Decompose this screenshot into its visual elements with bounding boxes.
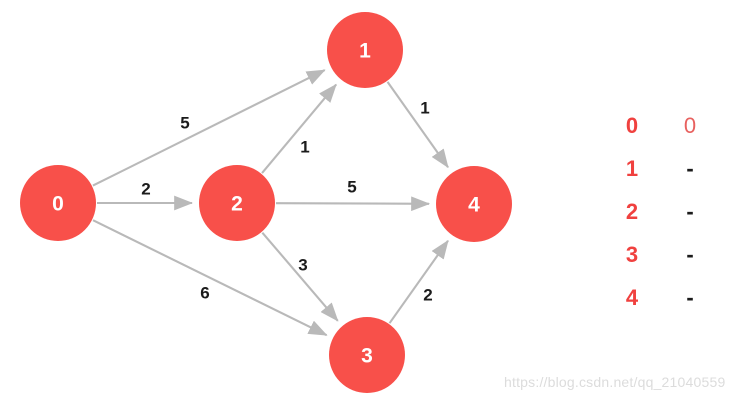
distance-key-3: 3 bbox=[625, 241, 639, 267]
edge-weight-0-3: 6 bbox=[200, 284, 209, 303]
watermark-text: https://blog.csdn.net/qq_21040559 bbox=[504, 374, 726, 390]
graph-node-2[interactable]: 2 bbox=[199, 165, 275, 241]
node-label-3: 3 bbox=[361, 345, 373, 368]
edge-weight-layer: 5 2 6 1 5 3 1 2 bbox=[141, 99, 432, 305]
distance-row: 4- bbox=[604, 276, 734, 319]
edge-weight-0-1: 5 bbox=[180, 114, 189, 133]
node-layer: 0 1 2 3 4 bbox=[20, 12, 512, 393]
node-circle-0[interactable] bbox=[20, 165, 96, 241]
distance-row: 1- bbox=[604, 147, 734, 190]
distance-value-0: 0 bbox=[683, 112, 697, 138]
node-circle-1[interactable] bbox=[327, 12, 403, 88]
edge-weight-2-4: 5 bbox=[347, 178, 356, 197]
node-circle-4[interactable] bbox=[436, 166, 512, 242]
distance-key-1: 1 bbox=[625, 155, 639, 181]
edge-0-to-3 bbox=[92, 219, 328, 337]
edge-2-to-4 bbox=[275, 196, 431, 212]
node-label-4: 4 bbox=[468, 194, 480, 217]
node-label-2: 2 bbox=[231, 193, 243, 216]
graph-node-1[interactable]: 1 bbox=[327, 12, 403, 88]
node-label-0: 0 bbox=[52, 193, 64, 216]
distance-key-2: 2 bbox=[625, 198, 639, 224]
edge-3-to-4 bbox=[388, 239, 449, 324]
distance-value-4: - bbox=[686, 284, 694, 310]
distance-value-2: - bbox=[686, 198, 694, 224]
graph-node-3[interactable]: 3 bbox=[329, 317, 405, 393]
edge-weight-2-1: 1 bbox=[300, 138, 309, 157]
edge-0-to-1 bbox=[92, 69, 326, 187]
distance-value-3: - bbox=[686, 241, 694, 267]
distance-key-0: 0 bbox=[625, 112, 639, 138]
edge-layer bbox=[92, 69, 449, 337]
edge-weight-1-4: 1 bbox=[420, 99, 429, 118]
edge-2-to-3 bbox=[261, 231, 339, 322]
node-label-1: 1 bbox=[359, 40, 371, 63]
distance-row: 3- bbox=[604, 233, 734, 276]
graph-node-0[interactable]: 0 bbox=[20, 165, 96, 241]
edge-1-to-4 bbox=[386, 81, 449, 169]
distance-value-1: - bbox=[686, 155, 694, 181]
distance-row: 2- bbox=[604, 190, 734, 233]
distance-key-4: 4 bbox=[625, 284, 639, 310]
edge-weight-3-4: 2 bbox=[423, 286, 432, 305]
node-circle-3[interactable] bbox=[329, 317, 405, 393]
edge-weight-2-3: 3 bbox=[298, 256, 307, 275]
node-circle-2[interactable] bbox=[199, 165, 275, 241]
edge-2-to-1 bbox=[261, 83, 337, 174]
edge-weight-0-2: 2 bbox=[141, 180, 150, 199]
graph-node-4[interactable]: 4 bbox=[436, 166, 512, 242]
